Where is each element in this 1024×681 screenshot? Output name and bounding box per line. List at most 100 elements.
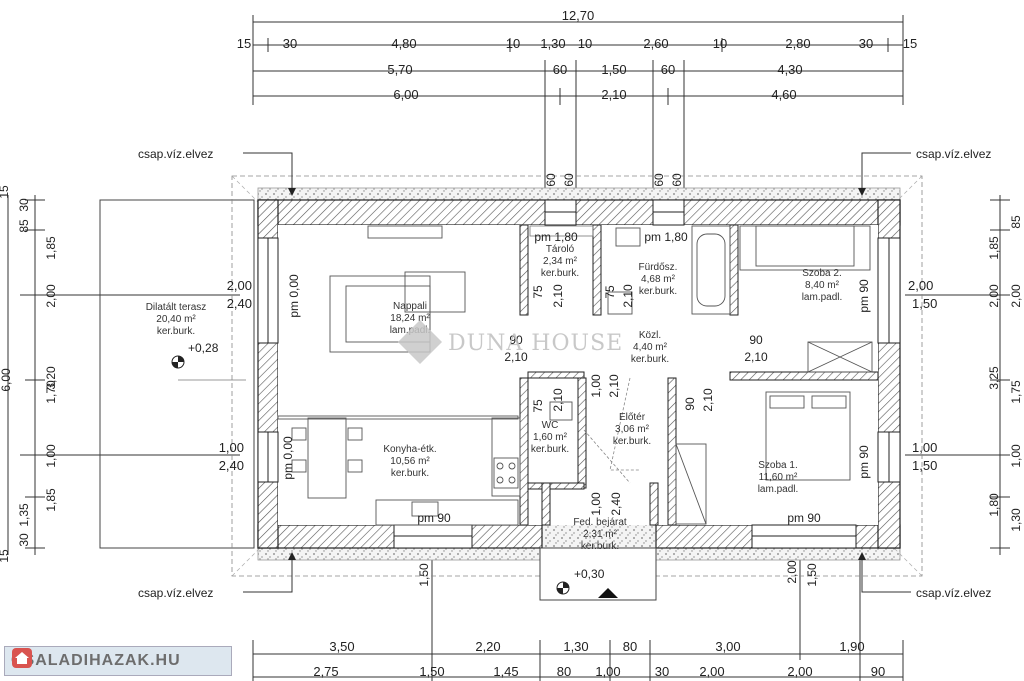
drain-note-tr: csap.víz.elvez <box>916 147 991 161</box>
svg-text:1,30: 1,30 <box>540 36 565 51</box>
kitchen-furniture <box>291 417 521 526</box>
dim-total-width: 12,70 <box>562 8 595 23</box>
svg-text:2,31 m²: 2,31 m² <box>583 529 618 540</box>
svg-text:1,50: 1,50 <box>912 458 937 473</box>
svg-text:2,10: 2,10 <box>551 388 565 412</box>
svg-text:10,56 m²: 10,56 m² <box>390 456 430 467</box>
svg-text:2,34 m²: 2,34 m² <box>543 256 578 267</box>
svg-text:2,10: 2,10 <box>551 284 565 308</box>
svg-text:5,70: 5,70 <box>387 62 412 77</box>
svg-text:pm 90: pm 90 <box>787 511 821 525</box>
room-terrace-name: Dilatált terasz <box>146 302 207 313</box>
drain-note-bl: csap.víz.elvez <box>138 586 213 600</box>
svg-text:1,50: 1,50 <box>419 664 444 679</box>
svg-text:2,10: 2,10 <box>744 350 768 364</box>
drain-note-tl: csap.víz.elvez <box>138 147 213 161</box>
svg-text:15: 15 <box>0 549 11 563</box>
room2-furniture <box>739 225 873 373</box>
svg-text:90: 90 <box>749 333 763 347</box>
svg-text:11,60 m²: 11,60 m² <box>759 472 798 483</box>
dimension-text-left: 1,85 2,00 3,20 1,70 1,00 1,85 1,35 30 85… <box>0 185 58 563</box>
svg-text:ker.burk.: ker.burk. <box>541 268 579 279</box>
svg-text:2,00: 2,00 <box>785 560 799 584</box>
svg-text:85: 85 <box>17 219 31 233</box>
svg-text:2,80: 2,80 <box>785 36 810 51</box>
svg-text:3,06 m²: 3,06 m² <box>615 424 650 435</box>
svg-text:lam.padl.: lam.padl. <box>758 484 799 495</box>
svg-text:60: 60 <box>661 62 675 77</box>
svg-text:60: 60 <box>562 173 576 187</box>
svg-text:3,20: 3,20 <box>44 366 58 390</box>
svg-text:75: 75 <box>603 285 617 299</box>
interior-walls <box>519 224 879 526</box>
svg-text:30: 30 <box>655 664 669 679</box>
svg-text:1,50: 1,50 <box>417 563 431 587</box>
svg-text:1,35: 1,35 <box>17 503 31 527</box>
svg-text:8,40 m²: 8,40 m² <box>805 280 840 291</box>
svg-text:75: 75 <box>531 285 545 299</box>
svg-text:2,10: 2,10 <box>701 388 715 412</box>
svg-text:ker.burk.: ker.burk. <box>157 326 195 337</box>
site-badge-text: CSALADIHAZAK.HU <box>11 652 181 669</box>
windows <box>257 199 901 549</box>
svg-text:75: 75 <box>531 399 545 413</box>
svg-text:DUNA HOUSE: DUNA HOUSE <box>448 331 623 356</box>
room-wc-name: WC <box>542 420 559 431</box>
entrance-arrow-icon <box>598 588 618 598</box>
svg-text:4,40 m²: 4,40 m² <box>633 342 668 353</box>
dimension-lines-bottom <box>252 560 904 681</box>
svg-text:1,85: 1,85 <box>987 236 1001 260</box>
svg-text:30: 30 <box>859 36 873 51</box>
svg-text:60: 60 <box>670 173 684 187</box>
svg-text:ker.burk.: ker.burk. <box>613 436 651 447</box>
svg-text:lam.padl.: lam.padl. <box>802 292 843 303</box>
svg-text:1,90: 1,90 <box>839 639 864 654</box>
svg-text:1,85: 1,85 <box>44 236 58 260</box>
svg-text:2,10: 2,10 <box>601 87 626 102</box>
svg-text:10: 10 <box>713 36 727 51</box>
room-entry-name: Előtér <box>619 412 646 423</box>
svg-text:20,40 m²: 20,40 m² <box>156 314 196 325</box>
room-room1-name: Szoba 1. <box>758 460 797 471</box>
svg-text:80: 80 <box>623 639 637 654</box>
svg-text:15: 15 <box>903 36 917 51</box>
room-porch-name: Fed. bejárat <box>573 517 627 528</box>
drain-leaders <box>243 152 911 593</box>
level-terrace: +0,28 <box>188 341 219 355</box>
svg-text:1,45: 1,45 <box>493 664 518 679</box>
svg-text:ker.burk.: ker.burk. <box>631 354 669 365</box>
svg-text:4,60: 4,60 <box>771 87 796 102</box>
svg-text:30: 30 <box>17 198 31 212</box>
svg-text:1,85: 1,85 <box>44 488 58 512</box>
svg-text:2,40: 2,40 <box>227 296 252 311</box>
svg-text:2,00: 2,00 <box>699 664 724 679</box>
svg-text:ker.burk.: ker.burk. <box>639 286 677 297</box>
level-entry: +0,30 <box>574 567 605 581</box>
svg-text:1,70: 1,70 <box>44 380 58 404</box>
watermark-logo-icon <box>398 320 442 364</box>
room-kitchen-name: Konyha-étk. <box>383 444 436 455</box>
svg-text:30: 30 <box>283 36 297 51</box>
svg-text:2,20: 2,20 <box>475 639 500 654</box>
dimension-lines-top <box>252 15 904 200</box>
svg-text:10: 10 <box>578 36 592 51</box>
svg-text:ker.burk.: ker.burk. <box>391 468 429 479</box>
dimension-text-right: 1,85 2,00 3,25 1,75 1,00 1,80 1,30 85 2,… <box>987 215 1023 532</box>
svg-text:4,68 m²: 4,68 m² <box>641 274 676 285</box>
svg-text:3,00: 3,00 <box>715 639 740 654</box>
svg-text:pm 1,80: pm 1,80 <box>534 230 578 244</box>
svg-text:2,75: 2,75 <box>313 664 338 679</box>
svg-text:1,50: 1,50 <box>912 296 937 311</box>
dimension-lines-sides <box>7 195 1010 555</box>
svg-text:15: 15 <box>237 36 251 51</box>
svg-text:60: 60 <box>544 173 558 187</box>
house-logo-icon <box>12 648 32 668</box>
window-labels: 2,00 2,40 1,00 2,40 2,00 1,50 1,00 1,50 … <box>219 173 938 587</box>
dimension-text-bottom: 3,50 2,20 1,30 80 3,00 1,90 2,75 1,50 1,… <box>313 639 885 679</box>
svg-text:90: 90 <box>683 397 697 411</box>
svg-text:1,50: 1,50 <box>805 563 819 587</box>
svg-text:2,10: 2,10 <box>621 284 635 308</box>
svg-text:1,80: 1,80 <box>987 493 1001 517</box>
svg-text:2,00: 2,00 <box>908 278 933 293</box>
svg-text:15: 15 <box>0 185 11 199</box>
